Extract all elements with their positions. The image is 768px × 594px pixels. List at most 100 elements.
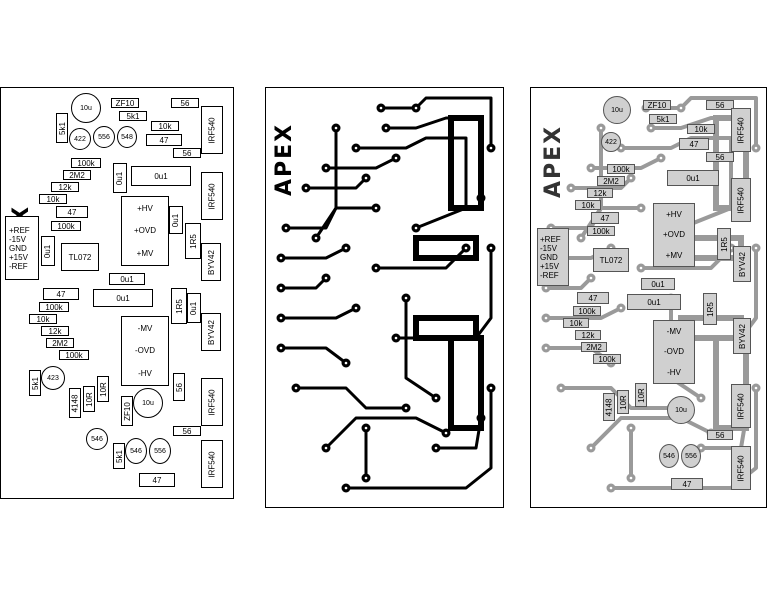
ic-tl072: TL072: [593, 248, 629, 272]
drill-hole: [404, 406, 408, 410]
resistor-56: 56: [173, 148, 201, 158]
drill-hole: [294, 386, 298, 390]
resistor-2m2: 2M2: [581, 342, 607, 352]
resistor-100k: 100k: [607, 164, 635, 174]
drill-hole: [619, 146, 623, 150]
drill-hole: [609, 486, 613, 490]
mosfet-irf540: IRF540: [201, 172, 223, 220]
resistor-10k: 10k: [29, 314, 57, 324]
drill-hole: [324, 276, 328, 280]
drill-hole: [364, 476, 368, 480]
mosfet-irf540: IRF540: [201, 378, 223, 426]
capacitor-10u: 10u: [603, 96, 631, 124]
resistor-12k: 12k: [41, 326, 69, 336]
copper-trace: [546, 276, 593, 290]
resistor-100k: 100k: [587, 226, 615, 236]
diode-zf10: ZF10: [111, 98, 139, 108]
drill-hole: [279, 316, 283, 320]
copper-trace: [326, 156, 397, 170]
drill-hole: [639, 266, 643, 270]
copper-trace: [324, 416, 447, 450]
resistor-47: 47: [671, 478, 703, 490]
copper-trace: [281, 276, 328, 290]
capacitor-0u1: 0u1: [169, 206, 183, 234]
drill-hole: [324, 446, 328, 450]
drill-hole: [679, 106, 683, 110]
drill-hole: [404, 296, 408, 300]
resistor-56: 56: [173, 426, 201, 436]
ic-block-positive: +HV+OVD+MV: [121, 196, 169, 266]
mosfet-irf540: IRF540: [731, 384, 751, 428]
resistor-2m2: 2M2: [46, 338, 74, 348]
drill-hole: [384, 126, 388, 130]
resistor-1r5: 1R5: [703, 293, 717, 325]
copper-trace-panel: APEX: [265, 87, 504, 508]
drill-hole: [579, 236, 583, 240]
capacitor-0u1: 0u1: [641, 278, 675, 290]
resistor-47: 47: [591, 212, 619, 224]
resistor-56: 56: [706, 100, 734, 110]
capacitor-0u1: 0u1: [187, 293, 201, 323]
resistor-10r: 10R: [635, 383, 647, 407]
diode-4148: 4148: [603, 393, 615, 421]
mosfet-irf540: IRF540: [731, 446, 751, 490]
drill-hole: [414, 226, 418, 230]
transistor-546: 546: [125, 438, 147, 464]
transistor-548: 548: [117, 126, 137, 148]
drill-hole: [464, 246, 468, 250]
diode-zf10: ZF10: [121, 396, 133, 426]
drill-hole: [489, 386, 493, 390]
transistor-556: 556: [681, 444, 701, 468]
diode-byv42: BYV42: [733, 246, 751, 282]
resistor-100k: 100k: [593, 354, 621, 364]
resistor-10k: 10k: [39, 194, 67, 204]
resistor-12k: 12k: [575, 330, 601, 340]
resistor-56: 56: [706, 152, 734, 162]
resistor-10k: 10k: [151, 121, 179, 131]
resistor-2m2: 2M2: [63, 170, 91, 180]
drill-hole: [649, 126, 653, 130]
resistor-56: 56: [173, 373, 185, 401]
resistor-47: 47: [56, 206, 88, 218]
drill-hole: [544, 286, 548, 290]
drill-hole: [569, 186, 573, 190]
resistor-1r5: 1R5: [185, 223, 201, 259]
drill-hole: [489, 246, 493, 250]
capacitor-0u1: 0u1: [41, 236, 55, 266]
power-trace: [448, 335, 484, 431]
transistor-556: 556: [149, 438, 171, 464]
mosfet-irf540: IRF540: [201, 106, 223, 154]
drill-hole: [699, 396, 703, 400]
resistor-5k1: 5k1: [649, 114, 677, 124]
connector-pin: GND: [9, 243, 27, 253]
copper-trace: [306, 176, 368, 190]
copper-trace: [356, 136, 468, 230]
connector-pin: -REF: [9, 261, 28, 271]
drill-hole: [414, 106, 418, 110]
drill-hole: [394, 156, 398, 160]
copper-trace: [589, 416, 712, 450]
ic-tl072: TL072: [61, 243, 99, 271]
diode-byv42: BYV42: [201, 243, 221, 281]
copper-trace: [281, 246, 347, 260]
drill-hole: [599, 126, 603, 130]
capacitor-422: 422: [601, 132, 621, 152]
drill-hole: [344, 361, 348, 365]
resistor-100k: 100k: [59, 350, 89, 360]
resistor-47: 47: [43, 288, 79, 300]
capacitor-0u1: 0u1: [667, 170, 719, 186]
capacitor-10u: 10u: [71, 93, 101, 123]
drill-hole: [394, 336, 398, 340]
diode-byv42: BYV42: [733, 318, 751, 354]
drill-hole: [284, 226, 288, 230]
capacitor-422: 422: [69, 128, 91, 150]
apex-logo: APEX: [541, 124, 566, 198]
drill-hole: [544, 316, 548, 320]
resistor-5k1: 5k1: [119, 111, 147, 121]
drill-hole: [314, 236, 318, 240]
drill-hole: [334, 126, 338, 130]
drill-hole: [364, 176, 368, 180]
copper-trace: [281, 306, 357, 320]
